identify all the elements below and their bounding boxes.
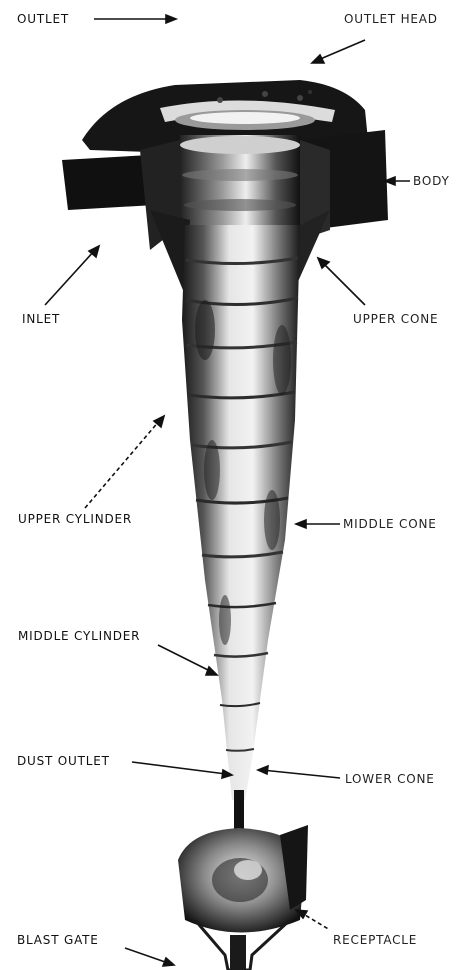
- label-dust-outlet: DUST OUTLET: [17, 755, 110, 767]
- label-inlet: INLET: [22, 313, 60, 325]
- label-lower-cone: LOWER CONE: [345, 773, 435, 785]
- upper-cylinder-arrow: [85, 420, 160, 508]
- label-outlet-head: OUTLET HEAD: [344, 13, 438, 25]
- outlet-head-arrow: [318, 40, 365, 60]
- label-blast-gate: BLAST GATE: [17, 934, 99, 946]
- cone-body-shape: [182, 225, 300, 800]
- label-middle-cone: MIDDLE CONE: [343, 518, 437, 530]
- label-upper-cylinder: UPPER CYLINDER: [18, 513, 132, 525]
- label-middle-cylinder: MIDDLE CYLINDER: [18, 630, 140, 642]
- lower-cone-arrow: [262, 770, 340, 778]
- label-upper-cone: UPPER CONE: [353, 313, 438, 325]
- upper-cone-arrow: [322, 262, 365, 305]
- label-outlet: OUTLET: [17, 13, 69, 25]
- middle-cylinder-arrow: [158, 645, 212, 672]
- label-body: BODY: [413, 175, 450, 187]
- inlet-arrow: [45, 250, 95, 305]
- receptacle-shape: [178, 825, 308, 933]
- blast-gate-arrow: [125, 948, 168, 963]
- dust-outlet-arrow: [132, 762, 226, 774]
- label-receptacle: RECEPTACLE: [333, 934, 417, 946]
